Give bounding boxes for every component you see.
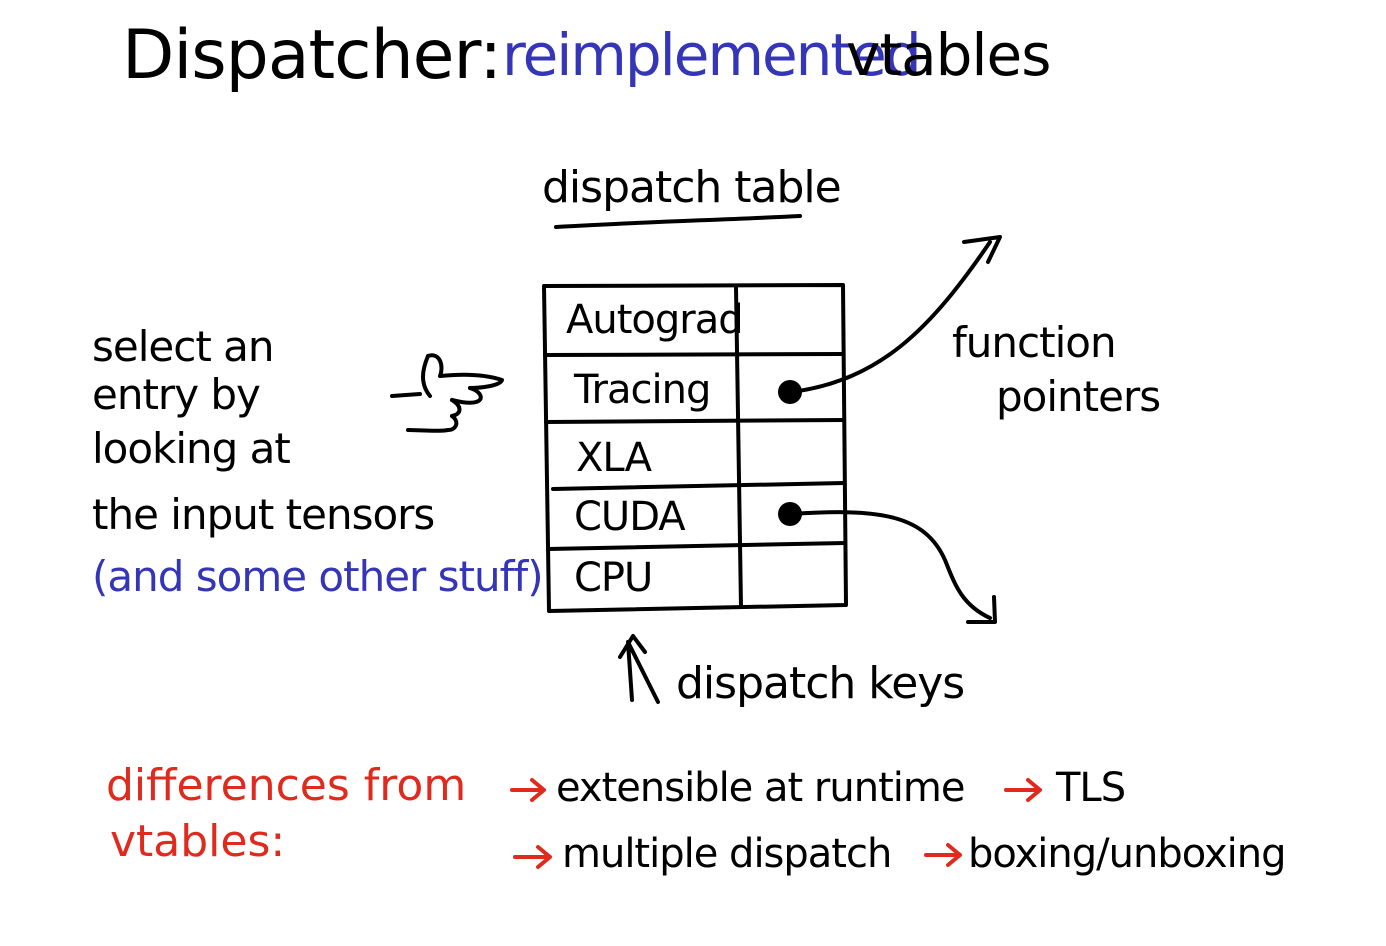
table-row-label: Tracing	[574, 367, 711, 413]
pointer-arrowhead-tracing	[962, 235, 1002, 264]
difference-item: extensible at runtime	[556, 765, 965, 811]
diff-arrow-2	[1004, 778, 1042, 802]
pointing-hand-icon	[390, 353, 504, 433]
difference-item: boxing/unboxing	[968, 831, 1286, 877]
dispatch-keys-label: dispatch keys	[676, 658, 965, 709]
function-pointers-line1: function	[952, 318, 1117, 367]
left-note-aside: (and some other stuff)	[92, 552, 544, 601]
pointer-arrow-cuda	[790, 510, 992, 620]
left-note-line: looking at	[92, 424, 291, 473]
table-divider	[734, 285, 743, 609]
diff-arrow-3	[513, 845, 552, 869]
left-note-line: the input tensors	[92, 490, 435, 539]
left-note-line: select an	[92, 322, 274, 371]
left-note-line: entry by	[92, 370, 261, 419]
table-row-label: CUDA	[574, 494, 686, 540]
table-row-label: XLA	[576, 435, 652, 481]
dispatch-keys-arrowhead	[618, 634, 647, 659]
title-vtables: vtables	[846, 21, 1051, 89]
pointer-arrowhead-cuda	[966, 595, 997, 624]
function-pointers-line2: pointers	[996, 372, 1161, 421]
table-row-label: Autograd	[566, 297, 744, 343]
pointer-dot-cuda	[778, 502, 802, 526]
differences-line2: vtables:	[110, 816, 286, 867]
title-reimplemented: reimplemented	[502, 21, 922, 89]
pointer-dot-tracing	[778, 380, 802, 404]
row-line-4	[546, 541, 847, 551]
difference-item: multiple dispatch	[562, 831, 892, 877]
row-line-2	[544, 418, 846, 424]
table-border	[542, 283, 848, 613]
diff-arrow-1	[510, 778, 546, 802]
differences-line1: differences from	[106, 760, 467, 811]
table-row-label: CPU	[574, 555, 653, 601]
dispatch-table-title: dispatch table	[542, 162, 842, 213]
row-line-1	[543, 352, 845, 357]
difference-item: TLS	[1056, 765, 1126, 811]
title-dispatcher: Dispatcher:	[122, 16, 502, 95]
row-line-3	[551, 481, 846, 491]
pointer-arrow-tracing	[790, 240, 992, 394]
diff-arrow-4	[924, 843, 962, 867]
title-underline	[554, 214, 802, 229]
